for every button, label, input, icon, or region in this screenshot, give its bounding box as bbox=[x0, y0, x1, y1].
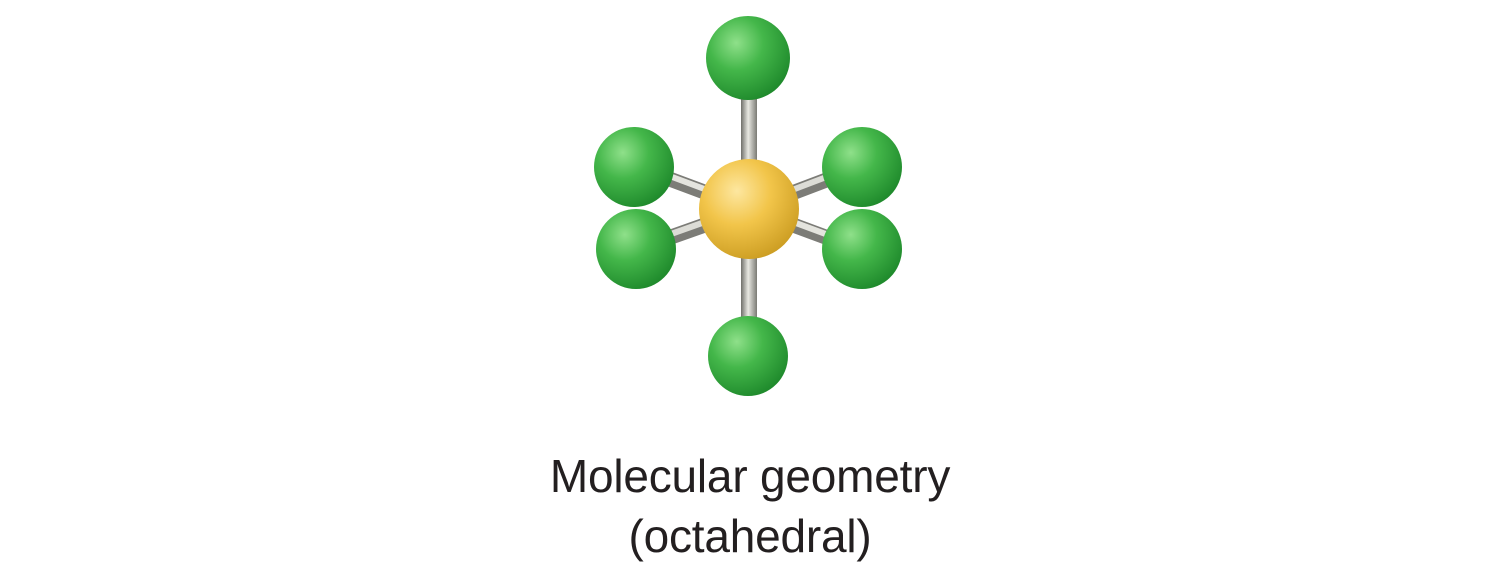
ligand-atom-top bbox=[706, 16, 790, 100]
figure-caption-title: Molecular geometry bbox=[549, 450, 951, 502]
ligand-atom-left-lower bbox=[596, 209, 676, 289]
bond-bottom bbox=[741, 250, 757, 325]
figure-caption-subtitle: (octahedral) bbox=[628, 510, 872, 562]
central-atom bbox=[699, 159, 799, 259]
ligand-atom-right-lower bbox=[822, 209, 902, 289]
bond-top bbox=[741, 95, 757, 170]
ligand-atom-right-upper bbox=[822, 127, 902, 207]
ligand-atom-left-upper bbox=[594, 127, 674, 207]
ligand-atom-bottom bbox=[708, 316, 788, 396]
